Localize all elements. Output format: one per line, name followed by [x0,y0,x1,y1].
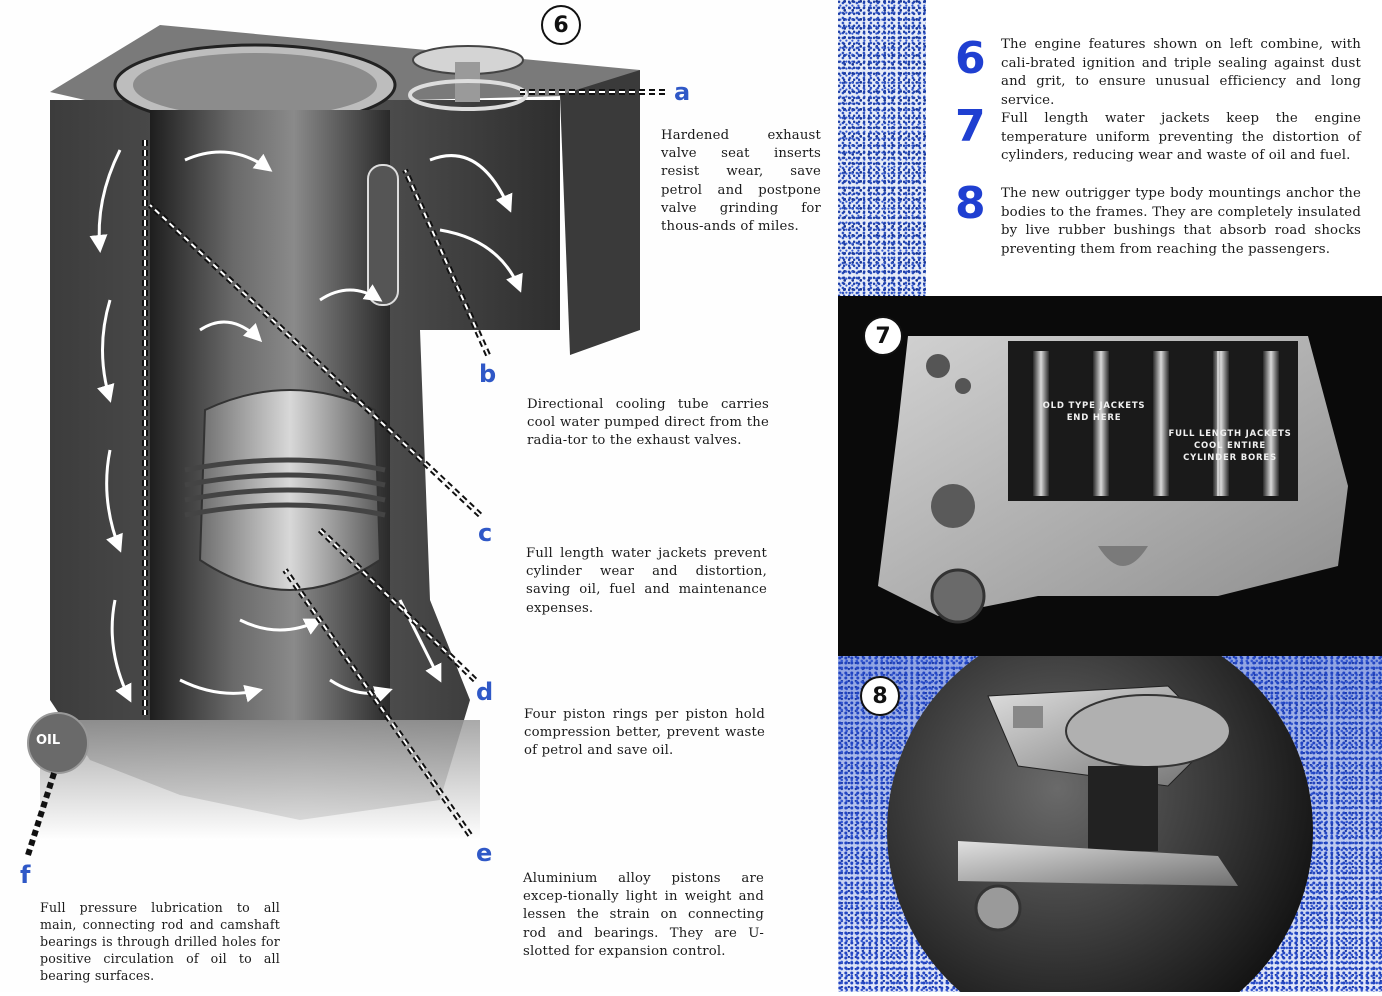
caption-d: Four piston rings per piston hold compre… [524,707,765,759]
photo-7-water-jackets [838,296,1382,656]
callout-f: f [20,861,31,889]
cylinder-bore-inner [133,53,377,117]
caption-a: Hardened exhaust valve seat inserts resi… [661,128,821,235]
piston-rings [184,457,386,518]
water-flow-arrows [89,149,523,704]
feature-7-number: 7 [955,101,986,152]
callout-a: a [674,78,691,106]
caption-f: Full pressure lubrication to all main, c… [40,900,280,983]
callout-d: d [476,678,494,706]
block-fade [40,720,480,840]
oil-gallery [27,712,89,774]
left-page: 6 OIL a b c d e f Hardened exhaust valve… [20,5,821,983]
caption-c: Full length water jackets prevent cylind… [526,546,767,616]
speckle-strip [838,0,926,296]
callout-b: b [479,360,497,388]
figure-8-badge: 8 [860,676,900,716]
figure-7-badge: 7 [863,316,903,356]
feature-6-text: The engine features shown on left combin… [1001,37,1361,108]
caption-b: Directional cooling tube carries cool wa… [527,397,769,449]
photo-8-body-mounting [838,618,1382,996]
feature-7-text: Full length water jackets keep the engin… [1001,111,1361,164]
label-full-length-jackets: FULL LENGTH JACKETS COOL ENTIRE CYLINDER… [1168,429,1292,463]
feature-8-text: The new outrigger type body mountings an… [1001,186,1361,257]
feature-8-number: 8 [955,178,986,229]
valve-seat-insert [408,79,528,111]
feature-6-number: 6 [955,33,986,84]
body-mounting-photo [887,618,1313,996]
callout-e: e [476,839,493,867]
engine-block-photo [878,336,1348,624]
oil-label: OIL [36,733,61,748]
engine-cutaway-illustration [25,25,665,856]
figure-6-badge: 6 [541,5,581,45]
caption-e: Aluminium alloy pistons are excep-tional… [523,871,764,959]
label-old-type-jackets: OLD TYPE JACKETS END HERE [1042,401,1146,423]
callout-c: c [478,519,493,547]
cooling-tube [367,164,399,306]
block-right-side [560,70,640,355]
